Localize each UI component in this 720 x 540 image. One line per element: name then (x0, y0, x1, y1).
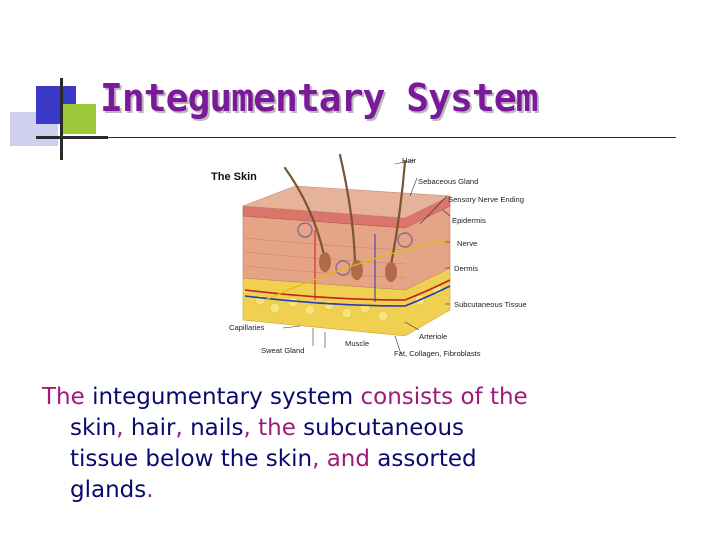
text-segment: hair (130, 415, 176, 441)
fat-globules (254, 284, 443, 322)
text-segment: skin (70, 415, 117, 441)
decor-vertical-line (60, 78, 63, 160)
label-epidermis: Epidermis (452, 216, 486, 225)
glands (297, 222, 413, 276)
label-arteriole: Arteriole (419, 332, 447, 341)
label-sweat-gland: Sweat Gland (261, 346, 304, 355)
label-nerve: Nerve (457, 239, 477, 248)
text-segment: assorted (369, 446, 477, 472)
nerve-line (264, 239, 446, 301)
slide-title: Integumentary System (100, 76, 539, 120)
text-segment: consists of the (360, 384, 528, 410)
label-sebaceous-gland: Sebaceous Gland (418, 177, 478, 186)
label-capillaries: Capillaries (229, 323, 265, 332)
body-line-2: skin, hair, nails, the subcutaneous (42, 413, 682, 444)
hair-strands (283, 153, 407, 272)
body-line-1: The integumentary system consists of the (42, 382, 682, 413)
title-underline (36, 137, 676, 138)
text-segment: the (258, 415, 296, 441)
label-dermis: Dermis (454, 264, 478, 273)
text-segment: integumentary system (84, 384, 361, 410)
text-segment: , (312, 446, 327, 472)
leader-lines (282, 159, 451, 355)
text-segment: tissue below the skin (70, 446, 313, 472)
label-sensory-nerve-ending: Sensory Nerve Ending (448, 195, 524, 204)
decor-green-square (62, 104, 96, 134)
text-segment: , (116, 415, 131, 441)
label-fat-collagen-fibroblasts: Fat, Collagen, Fibroblasts (394, 349, 481, 358)
text-segment: . (146, 477, 154, 503)
body-line-4: glands. (42, 475, 682, 506)
skin-diagram: The Skin (211, 153, 527, 358)
text-segment: The (42, 384, 85, 410)
title-underline-accent (36, 136, 108, 139)
body-paragraph: The integumentary system consists of the… (42, 382, 682, 506)
label-muscle: Muscle (345, 339, 369, 348)
body-line-3: tissue below the skin, and assorted (42, 444, 682, 475)
text-segment: and (326, 446, 370, 472)
label-subcutaneous-tissue: Subcutaneous Tissue (454, 300, 527, 309)
label-hair: Hair (402, 156, 416, 165)
text-segment: nails (190, 415, 244, 441)
text-segment: glands (70, 477, 147, 503)
text-segment: subcutaneous (295, 415, 465, 441)
text-segment: , (243, 415, 259, 441)
text-segment: , (175, 415, 191, 441)
blood-vessels (244, 230, 451, 307)
diagram-heading: The Skin (211, 171, 257, 183)
